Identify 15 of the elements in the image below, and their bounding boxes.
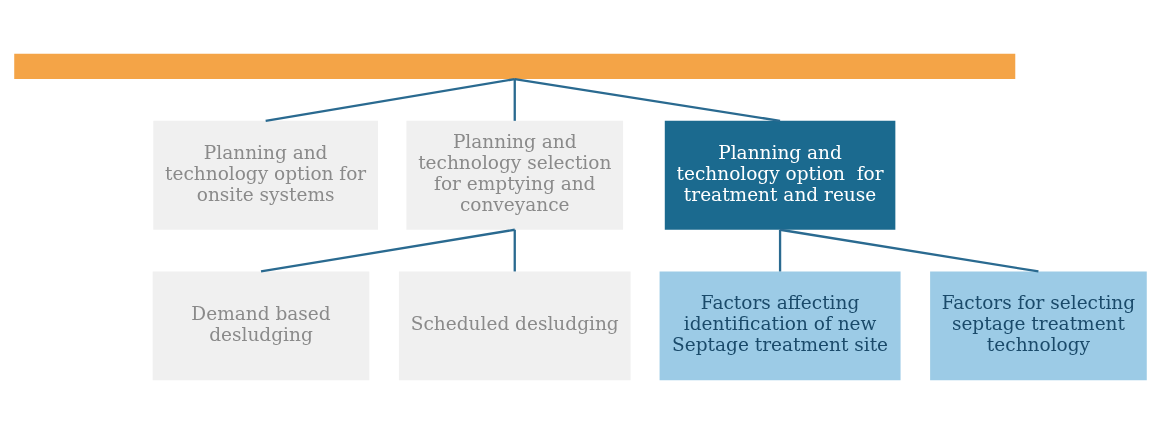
- node-box: Scheduled desludging: [398, 270, 631, 380]
- connector: [260, 228, 515, 273]
- connector: [265, 77, 515, 122]
- node-bar: [14, 53, 1016, 79]
- node-box: Planning and technology option for treatment and reuse: [664, 120, 896, 230]
- connector: [513, 229, 516, 271]
- node-box: Factors for selecting septage treatment technology: [930, 270, 1147, 380]
- connector: [779, 228, 1039, 273]
- connector: [514, 77, 781, 122]
- node-box: Factors affecting identification of new Septage treatment site: [659, 270, 901, 380]
- node-box: Planning and technology option for onsite systems: [153, 120, 379, 230]
- node-box: Demand based desludging: [152, 270, 370, 380]
- node-box: Planning and technology selection for emptying and conveyance: [406, 120, 624, 230]
- connector: [778, 229, 782, 271]
- connector: [513, 78, 516, 121]
